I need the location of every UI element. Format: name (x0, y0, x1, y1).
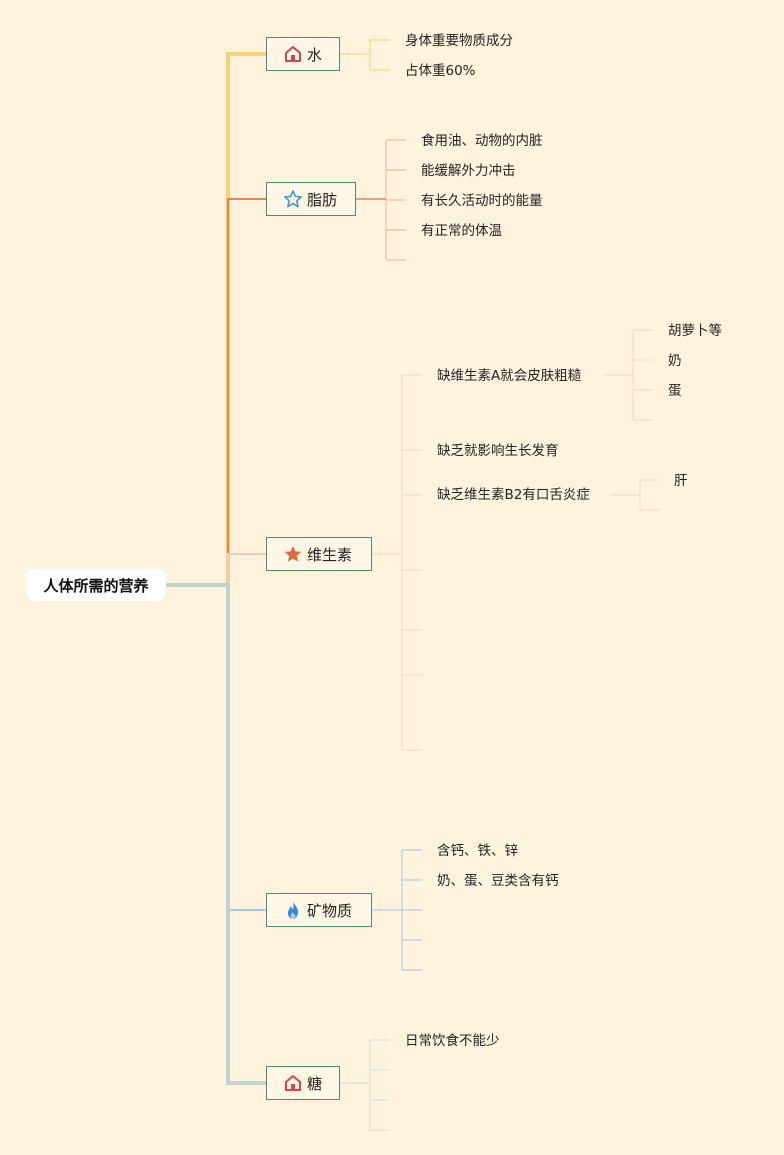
house-icon (283, 44, 303, 64)
leaf-fat-4[interactable]: 有正常的体温 (421, 223, 502, 239)
leaf-vitamin-3-1[interactable]: 肝 (674, 473, 688, 489)
root-topic[interactable]: 人体所需的营养 (26, 569, 166, 601)
mineral-subbranches (372, 849, 422, 971)
leaf-water-2[interactable]: 占体重60% (405, 63, 476, 79)
leaf-sugar-1[interactable]: 日常饮食不能少 (405, 1033, 500, 1049)
leaf-mineral-2[interactable]: 奶、蛋、豆类含有钙 (437, 873, 559, 889)
leaf-fat-2[interactable]: 能缓解外力冲击 (421, 163, 516, 179)
topic-mineral[interactable]: 矿物质 (266, 893, 372, 927)
branch-mineral (227, 585, 266, 911)
leaf-vitamin-2[interactable]: 缺乏就影响生长发育 (437, 443, 559, 459)
topic-label: 脂肪 (307, 190, 338, 209)
leaf-fat-1[interactable]: 食用油、动物的内脏 (421, 133, 543, 149)
topic-label: 糖 (307, 1074, 323, 1093)
leaf-mineral-1[interactable]: 含钙、铁、锌 (437, 843, 518, 859)
vitamin-subbranches (372, 329, 660, 751)
leaf-vitamin-3[interactable]: 缺乏维生素B2有口舌炎症 (437, 487, 590, 503)
leaf-vitamin-1-3[interactable]: 蛋 (668, 383, 682, 399)
topic-label: 维生素 (307, 545, 353, 564)
topic-label: 水 (307, 45, 323, 64)
topic-water[interactable]: 水 (266, 37, 340, 71)
water-subbranches (340, 39, 390, 71)
leaf-vitamin-1[interactable]: 缺维生素A就会皮肤粗糙 (437, 368, 582, 384)
house-icon (283, 1073, 303, 1093)
branch-vitamin (227, 553, 266, 585)
branch-water (166, 52, 266, 587)
branch-sugar (166, 583, 266, 1085)
topic-vitamin[interactable]: 维生素 (266, 537, 372, 571)
star-outline-icon (283, 189, 303, 209)
topic-fat[interactable]: 脂肪 (266, 182, 356, 216)
leaf-vitamin-1-2[interactable]: 奶 (668, 353, 682, 369)
topic-label: 矿物质 (307, 901, 353, 920)
fire-icon (283, 900, 303, 920)
leaf-vitamin-1-1[interactable]: 胡萝卜等 (668, 323, 722, 339)
leaf-fat-3[interactable]: 有长久活动时的能量 (421, 193, 543, 209)
branch-fat (227, 198, 266, 585)
sugar-subbranches (340, 1039, 390, 1131)
leaf-water-1[interactable]: 身体重要物质成分 (405, 33, 513, 49)
topic-sugar[interactable]: 糖 (266, 1066, 340, 1100)
star-filled-icon (283, 544, 303, 564)
